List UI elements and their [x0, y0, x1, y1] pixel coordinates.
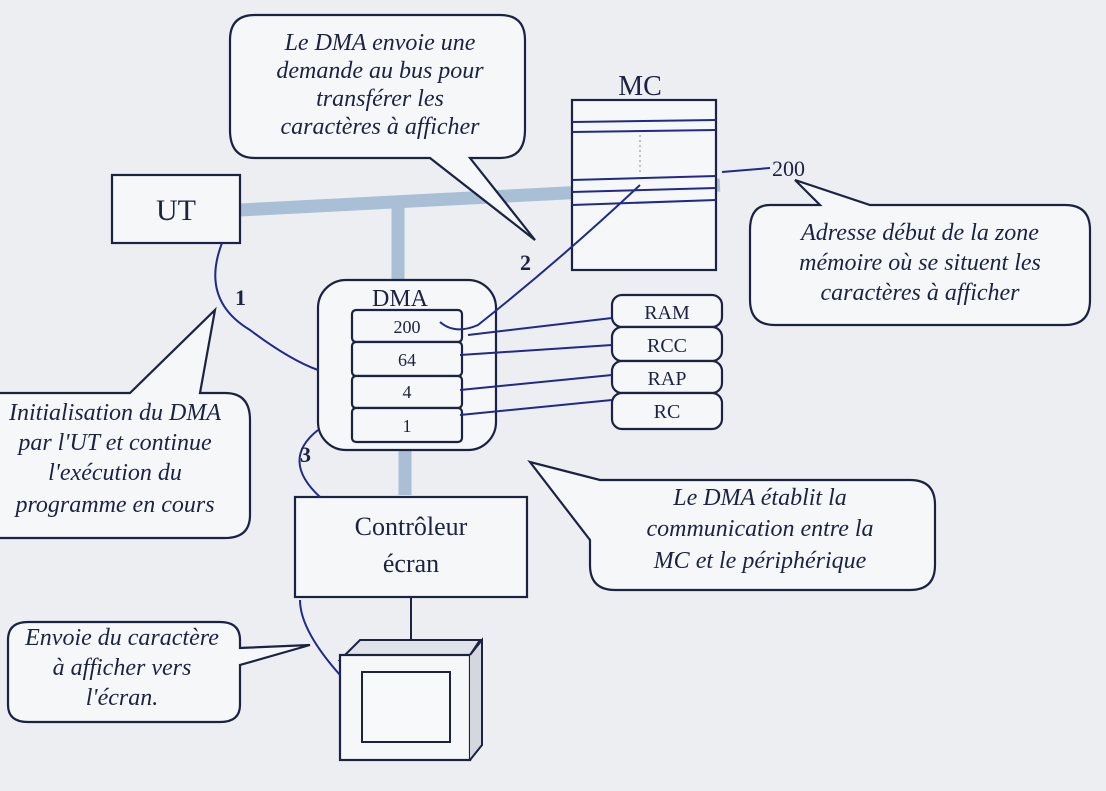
step1-arrow	[214, 242, 319, 371]
callout-init: Initialisation du DMA par l'UT et contin…	[0, 306, 252, 540]
step-number: 1	[235, 285, 246, 310]
dma-to-mc-arrow	[439, 184, 641, 331]
controller-label: Contrôleur	[355, 512, 468, 541]
callout-bus-request: Le DMA envoie une demande au bus pour tr…	[228, 13, 536, 241]
send-arrow	[299, 599, 341, 676]
callout-text-line: Adresse début de la zone	[799, 220, 1039, 246]
callout-text-line: mémoire où se situent les	[799, 250, 1041, 276]
callout-communication: Le DMA établit la communication entre la…	[527, 460, 937, 592]
dma-registers: 200 64 4 1	[350, 308, 464, 444]
step-number: 3	[300, 442, 311, 467]
callout-text-line: l'écran.	[86, 685, 158, 711]
register-name: RCC	[647, 335, 687, 357]
callout-text-line: programme en cours	[13, 492, 214, 518]
callout-text-line: Le DMA établit la	[672, 485, 847, 511]
register-value: 4	[403, 382, 412, 402]
mc-label: MC	[618, 71, 662, 102]
callout-text-line: Le DMA envoie une	[284, 30, 476, 56]
callout-text-line: l'exécution du	[48, 460, 182, 486]
address-label: 200	[772, 156, 805, 181]
mc-memory	[570, 98, 718, 272]
address-arrow	[721, 167, 771, 173]
register-value: 1	[403, 416, 412, 436]
register-name: RAP	[648, 368, 687, 390]
callout-text-line: à afficher vers	[53, 655, 192, 681]
dma-label: DMA	[372, 286, 429, 312]
callout-text-line: MC et le périphérique	[653, 548, 867, 574]
controller-label: écran	[383, 549, 439, 578]
callout-text-line: caractères à afficher	[820, 280, 1020, 306]
step-number: 2	[520, 250, 531, 275]
callout-send-char: Envoie du caractère à afficher vers l'éc…	[6, 620, 311, 724]
ut-box	[110, 173, 242, 245]
callout-text-line: Initialisation du DMA	[8, 400, 221, 426]
callout-text-line: demande au bus pour	[276, 58, 484, 84]
screen-icon	[337, 637, 483, 762]
callout-text-line: communication entre la	[646, 516, 873, 542]
callout-text-line: par l'UT et continue	[16, 430, 212, 456]
register-value: 200	[394, 317, 421, 337]
register-value: 64	[398, 350, 416, 370]
register-name: RC	[654, 401, 681, 423]
register-names: RAM RCC RAP RC	[610, 293, 724, 431]
ut-label: UT	[156, 194, 196, 227]
callout-text-line: Envoie du caractère	[24, 625, 219, 651]
controller-box	[293, 495, 529, 599]
callout-start-address: Adresse début de la zone mémoire où se s…	[748, 178, 1092, 327]
callout-text-line: caractères à afficher	[280, 114, 480, 140]
callout-text-line: transférer les	[316, 86, 444, 112]
register-links	[439, 184, 641, 416]
step3-arrow	[298, 429, 321, 498]
register-name: RAM	[644, 302, 690, 324]
